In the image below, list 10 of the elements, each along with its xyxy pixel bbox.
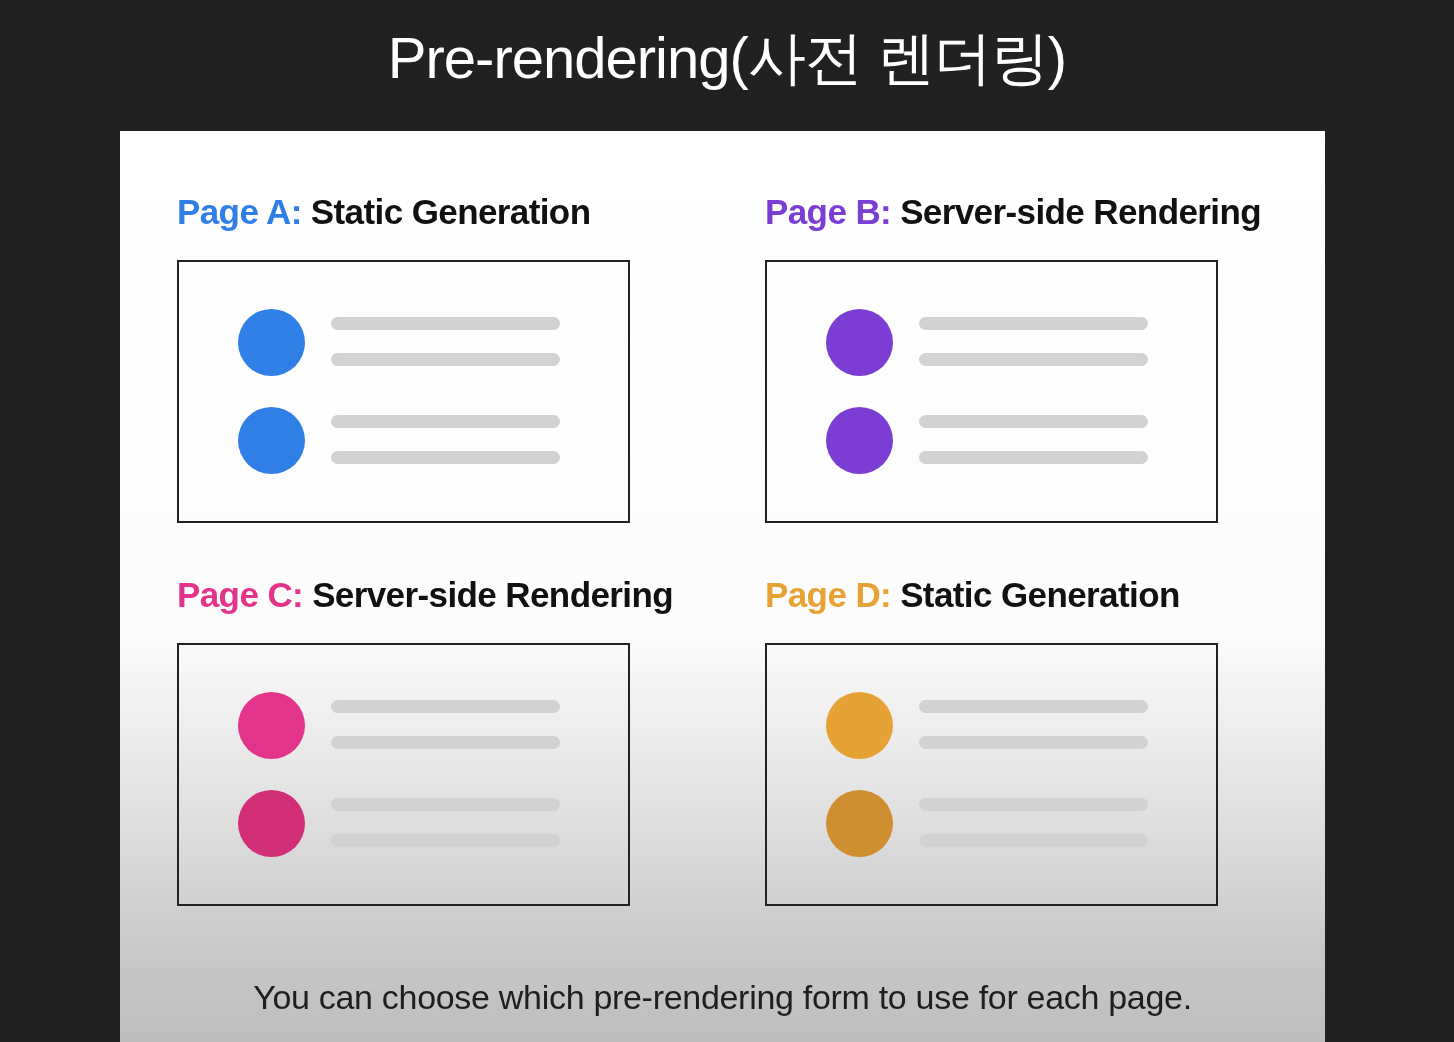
page-name-label: Page D: [765, 574, 892, 616]
rendering-method-label: Static Generation [900, 574, 1180, 616]
rendering-method-label: Server-side Rendering [900, 191, 1261, 233]
page-name-label: Page C: [177, 574, 304, 616]
slide-title: Pre-rendering(사전 렌더링) [387, 24, 1067, 92]
slide-caption: You can choose which pre-rendering form to use for each page. [253, 977, 1192, 1017]
page-name-label: Page B: [765, 191, 892, 233]
page-name-label: Page A: [177, 191, 302, 233]
rendering-method-label: Server-side Rendering [312, 574, 673, 616]
rendering-method-label: Static Generation [310, 191, 591, 233]
